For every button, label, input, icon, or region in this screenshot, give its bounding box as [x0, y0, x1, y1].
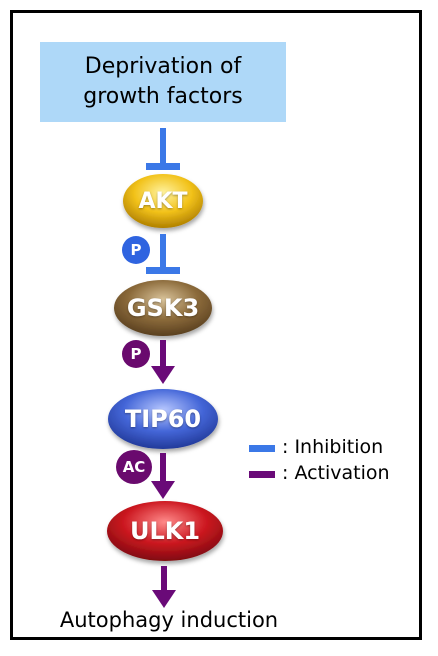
ulk1-node: ULK1: [107, 501, 223, 561]
inhibit-arrow-2: [146, 234, 180, 274]
gsk3-node: GSK3: [114, 280, 212, 336]
phospho-badge-2: P: [122, 340, 150, 368]
tip60-label: TIP60: [124, 405, 202, 433]
ulk1-label: ULK1: [129, 517, 201, 545]
legend-activation-swatch: [249, 471, 275, 478]
acetyl-badge: AC: [116, 450, 152, 484]
akt-node: AKT: [123, 174, 203, 228]
start-box-line-1: Deprivation of: [84, 54, 242, 79]
ulk1-node-shape: [107, 501, 223, 561]
start-box-bg: [40, 42, 286, 122]
activate-arrow-2: [151, 453, 175, 499]
acetyl-badge-label: AC: [122, 458, 146, 476]
legend-inhibition-swatch: [249, 445, 275, 452]
activate-arrow-1: [151, 340, 175, 384]
akt-node-shape: [123, 174, 203, 228]
akt-label: AKT: [138, 188, 188, 214]
start-box-line-2: growth factors: [83, 84, 243, 109]
inhibit-arrow-1: [146, 128, 180, 170]
start-box: Deprivation of growth factors: [40, 42, 286, 122]
tip60-node: TIP60: [108, 389, 218, 449]
phospho-badge-1-label: P: [130, 241, 142, 259]
outcome-label: Autophagy induction: [59, 608, 279, 632]
legend-inhibition-label: : Inhibition: [282, 436, 384, 458]
activate-arrow-3: [152, 566, 176, 608]
phospho-badge-1: P: [122, 236, 150, 264]
gsk3-node-shape: [114, 280, 212, 336]
phospho-badge-2-label: P: [130, 345, 142, 363]
tip60-node-shape: [108, 389, 218, 449]
gsk3-label: GSK3: [126, 294, 200, 322]
legend-activation-label: : Activation: [282, 462, 390, 484]
